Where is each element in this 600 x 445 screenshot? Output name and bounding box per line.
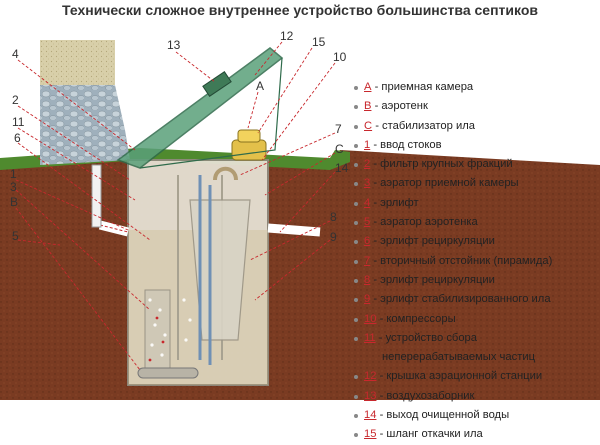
pyramid-settler [189,199,251,341]
legend-item: 8 - эрлифт рециркуляции [354,271,594,290]
legend-item: 2 - фильтр крупных фракций [354,155,594,174]
air-intake [202,71,232,97]
legend-item: неперерабатываемых частиц [382,351,535,364]
callout-label: C [335,142,344,156]
callout-label: 14 [335,161,349,175]
legend-item: 13 - воздухозаборник [354,387,594,406]
legend-item: 7 - вторичный отстойник (пирамида) [354,252,594,271]
legend-item: 1 - ввод стоков [354,136,594,155]
outlet-pipe [267,223,321,237]
callout-label: 7 [335,122,342,136]
callout-label: 15 [312,35,326,49]
sand-layer [40,40,115,85]
legend-item: 5 - аэратор аэротенка [354,213,594,232]
bottom-aerator [137,367,199,379]
legend-item: 9 - эрлифт стабилизированного ила [354,290,594,309]
callout-label: 1 [10,167,17,181]
callout-label: 2 [12,93,19,107]
legend-item: 6 - эрлифт рециркуляции [354,232,594,251]
callout-label: A [256,79,264,93]
legend-item: С - стабилизатор ила [354,117,594,136]
callout-label: 6 [14,131,21,145]
callout-label: 11 [12,115,25,129]
callout-label: 4 [12,47,19,61]
callout-label: 8 [330,210,337,224]
page-title: Технически сложное внутреннее устройство… [62,2,538,18]
legend-item: 4 - эрлифт [354,194,594,213]
septic-tank-diagram: 13 12 15 4 A 10 2 11 6 1 3 B 5 7 C 14 8 … [0,29,600,400]
callout-label: 12 [280,29,294,43]
legend-item: 14 - выход очищенной воды [354,406,594,425]
callout-label: 13 [167,38,181,52]
callout-label: 9 [330,230,337,244]
legend-item: 15 - шланг откачки ила [354,425,594,444]
legend-item: 11 - устройство сбора [354,329,594,348]
legend-item: 10 - компрессоры [354,310,594,329]
callout-label: 5 [12,229,19,243]
gravel-layer [40,85,130,165]
legend-item: А - приемная камера [354,78,594,97]
legend-item: 12 - крышка аэрационной станции [354,367,594,386]
callout-label: B [10,195,18,209]
legend: А - приемная камера В - аэротенк С - ста… [354,78,594,445]
callout-label: 10 [333,50,347,64]
inlet-pipe [98,220,130,237]
callout-label: 3 [10,180,17,194]
coarse-filter [144,289,171,376]
legend-item: 3 - аэратор приемной камеры [354,174,594,193]
legend-item: В - аэротенк [354,97,594,116]
